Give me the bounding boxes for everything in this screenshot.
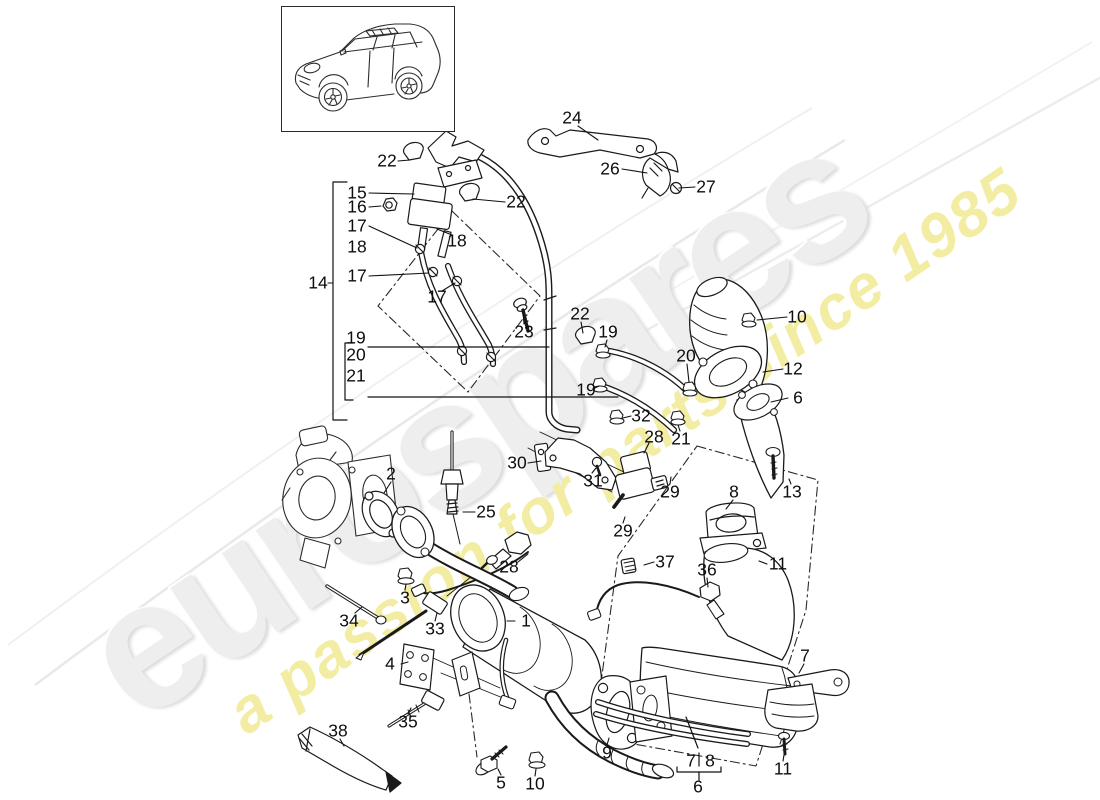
- sealant-tube-38-art: [297, 726, 402, 793]
- part-number-label[interactable]: 1: [521, 610, 531, 631]
- group-brackets: [332, 181, 722, 781]
- part-number-label[interactable]: 38: [328, 720, 348, 741]
- manifold-pipe-art: [391, 505, 519, 599]
- part-number-label[interactable]: 33: [425, 618, 445, 639]
- part-number-label[interactable]: 19: [576, 379, 596, 400]
- part-number-label[interactable]: 28: [644, 426, 664, 447]
- part-number-label[interactable]: 6: [693, 776, 703, 797]
- hoses-19-20-21-art: [592, 343, 698, 434]
- bracket-rail-art: [427, 130, 581, 434]
- temperature-sensor-25-art: [440, 430, 464, 545]
- part-number-label[interactable]: 30: [507, 452, 527, 473]
- part-number-label[interactable]: 27: [696, 176, 716, 197]
- catalytic-converter-1-art: [450, 584, 675, 780]
- part-number-label[interactable]: 35: [398, 711, 418, 732]
- solenoid-valve-15-art: [382, 182, 453, 259]
- leader-lines: [327, 125, 805, 777]
- bolt-23-art: [513, 297, 530, 333]
- part-number-label[interactable]: 12: [783, 358, 803, 379]
- part-number-label[interactable]: 22: [506, 191, 526, 212]
- part-number-label[interactable]: 31: [583, 470, 603, 491]
- part-number-label[interactable]: 20: [676, 345, 696, 366]
- muffler-assembly-art: [587, 543, 850, 756]
- small-parts-left-art: [325, 567, 448, 728]
- part-number-label[interactable]: 10: [525, 773, 545, 794]
- part-number-label[interactable]: 18: [347, 236, 367, 257]
- part-number-label[interactable]: 21: [346, 365, 366, 386]
- part-number-label[interactable]: 17: [347, 265, 367, 286]
- part-number-label[interactable]: 11: [773, 758, 793, 779]
- part-number-label[interactable]: 20: [346, 344, 366, 365]
- part-number-label[interactable]: 23: [514, 321, 534, 342]
- part-number-label[interactable]: 13: [782, 481, 802, 502]
- part-number-label[interactable]: 19: [346, 327, 366, 348]
- part-number-label[interactable]: 19: [598, 321, 618, 342]
- bracket-plate-24-art: [527, 128, 658, 159]
- part-number-label[interactable]: 3: [400, 587, 410, 608]
- part-number-label[interactable]: 2: [386, 463, 396, 484]
- part-number-label[interactable]: 29: [613, 520, 633, 541]
- part-number-label[interactable]: 24: [562, 107, 582, 128]
- porsche-cayenne-icon: [294, 23, 441, 112]
- part-number-label[interactable]: 8: [705, 750, 715, 771]
- part-number-label[interactable]: 5: [496, 772, 506, 793]
- part-number-label[interactable]: 6: [793, 387, 803, 408]
- change-over-valve-28-art: [612, 450, 669, 509]
- part-number-label[interactable]: 28: [499, 556, 519, 577]
- vehicle-thumbnail-box: [281, 6, 455, 132]
- pipe-6-art: [689, 276, 785, 499]
- part-number-label[interactable]: 25: [476, 501, 496, 522]
- part-number-label[interactable]: 37: [655, 551, 675, 572]
- clamp-26-art: [641, 151, 683, 199]
- part-number-label[interactable]: 21: [671, 428, 691, 449]
- part-number-label[interactable]: 26: [600, 158, 620, 179]
- part-number-label[interactable]: 7: [800, 645, 810, 666]
- part-number-label[interactable]: 7: [686, 750, 696, 771]
- part-number-label[interactable]: 15: [347, 182, 367, 203]
- part-number-label[interactable]: 18: [447, 230, 467, 251]
- bolt-5-nut-10-art: [475, 745, 546, 776]
- bracket-30-art: [533, 437, 617, 491]
- part-number-label[interactable]: 14: [308, 272, 328, 293]
- part-number-label[interactable]: 9: [602, 742, 612, 763]
- part-number-label[interactable]: 29: [660, 481, 680, 502]
- part-number-label[interactable]: 17: [347, 215, 367, 236]
- grommets-22-art: [402, 141, 596, 345]
- gasket-2-art: [361, 490, 401, 538]
- part-number-label[interactable]: 11: [768, 553, 788, 574]
- part-number-label[interactable]: 17: [427, 286, 447, 307]
- turbocharger-art: [281, 425, 399, 569]
- part-number-label[interactable]: 10: [787, 306, 807, 327]
- part-number-label[interactable]: 8: [729, 481, 739, 502]
- part-number-label[interactable]: 32: [631, 405, 651, 426]
- part-number-label[interactable]: 36: [697, 559, 717, 580]
- hoses-17-18-art: [414, 243, 497, 368]
- part-number-label[interactable]: 34: [339, 610, 359, 631]
- part-number-label[interactable]: 16: [347, 196, 367, 217]
- part-number-label[interactable]: 4: [385, 653, 395, 674]
- flange-nuts-art: [592, 343, 698, 426]
- oxygen-sensor-28-art: [410, 531, 532, 598]
- part-number-label[interactable]: 22: [570, 303, 590, 324]
- part-number-label[interactable]: 22: [377, 150, 397, 171]
